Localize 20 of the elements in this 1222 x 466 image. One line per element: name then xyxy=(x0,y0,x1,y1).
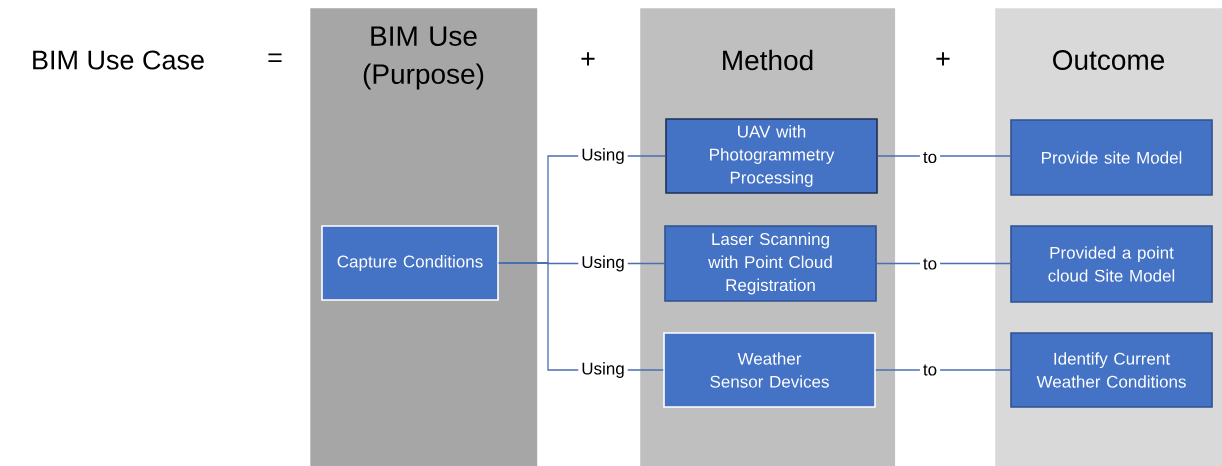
process-box: Weather Sensor Devices xyxy=(663,332,876,408)
term-label: BIM Use Case xyxy=(33,50,204,70)
process-box: Provide site Model xyxy=(1010,119,1213,196)
process-box: UAV with Photogrammetry Processing xyxy=(665,118,878,194)
process-box: Laser Scanning with Point Cloud Registration xyxy=(664,225,877,302)
edge-label: Using xyxy=(578,145,628,167)
connector-line xyxy=(875,369,1011,371)
edge-label: to xyxy=(919,255,941,273)
connector-line xyxy=(877,155,1011,157)
process-box: Capture Conditions xyxy=(321,225,499,301)
edge-label: Using xyxy=(578,252,628,275)
edge-label: to xyxy=(919,148,941,167)
operator-sign: = xyxy=(268,53,282,63)
operator-sign: + xyxy=(581,52,595,66)
connector-line xyxy=(876,262,1011,265)
edge-label: Using xyxy=(578,359,628,381)
operator-sign: + xyxy=(936,52,950,66)
process-box: Provided a point cloud Site Model xyxy=(1010,225,1213,303)
edge-label: to xyxy=(919,361,941,379)
process-box: Identify Current Weather Conditions xyxy=(1010,332,1213,408)
